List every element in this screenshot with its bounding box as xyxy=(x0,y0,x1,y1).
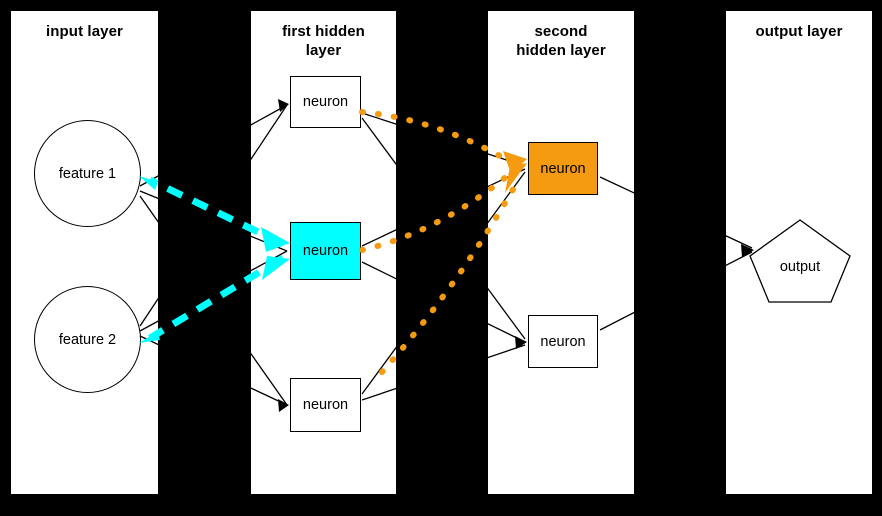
node-hidden1-neuron-top-label: neuron xyxy=(302,94,349,110)
node-hidden1-neuron-bottom-label: neuron xyxy=(302,397,349,413)
title-second-hidden-layer-line2: hidden layer xyxy=(516,42,606,59)
panel-output-layer xyxy=(726,11,872,494)
node-hidden1-neuron-top[interactable] xyxy=(290,76,361,128)
title-first-hidden-layer-line1: first hidden xyxy=(282,23,365,40)
title-second-hidden-layer-line1: second xyxy=(534,23,588,40)
node-hidden2-neuron-bottom-label: neuron xyxy=(540,334,586,350)
title-output-layer: output layer xyxy=(755,23,843,40)
title-first-hidden-layer-line2: layer xyxy=(305,42,342,59)
node-feature-1-label: feature 1 xyxy=(58,166,117,182)
node-hidden2-neuron-top-label: neuron xyxy=(540,161,586,177)
node-hidden2-neuron-top[interactable] xyxy=(528,142,598,195)
title-first-hidden-layer: first hidden layer xyxy=(251,22,396,60)
node-hidden1-neuron-middle-label: neuron xyxy=(302,243,349,259)
title-second-hidden-layer: second hidden layer xyxy=(488,22,634,60)
node-hidden2-neuron-bottom[interactable] xyxy=(528,315,598,368)
node-hidden1-neuron-middle[interactable] xyxy=(290,222,361,280)
node-feature-2-label: feature 2 xyxy=(58,332,117,348)
node-output-label: output xyxy=(779,259,821,275)
panel-input-layer xyxy=(11,11,158,494)
panel-second-hidden-layer xyxy=(488,11,634,494)
node-hidden1-neuron-bottom[interactable] xyxy=(290,378,361,432)
node-feature-1[interactable] xyxy=(34,120,141,227)
title-input-layer: input layer xyxy=(46,23,123,40)
